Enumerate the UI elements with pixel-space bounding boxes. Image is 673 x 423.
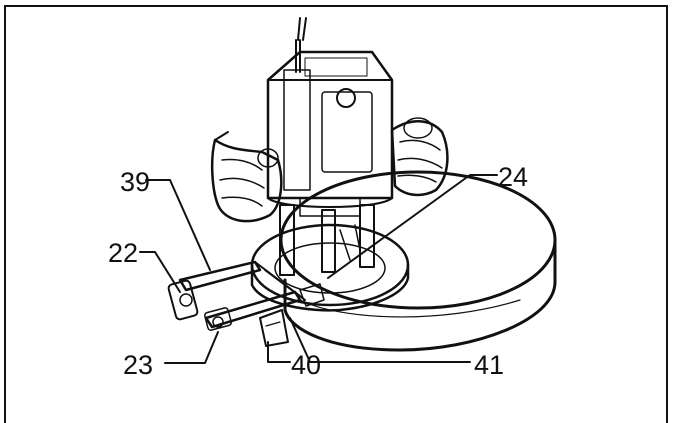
motor-housing xyxy=(266,17,394,217)
router-base xyxy=(250,223,410,312)
callout-24: 24 xyxy=(498,162,528,192)
left-hand xyxy=(210,131,283,223)
leader-23 xyxy=(164,331,219,364)
callout-40: 40 xyxy=(291,350,321,380)
callout-39: 39 xyxy=(120,167,150,197)
leader-39 xyxy=(145,179,211,271)
leader-22 xyxy=(139,251,181,293)
leader-41 xyxy=(289,317,471,363)
leader-lines xyxy=(139,174,498,364)
right-hand xyxy=(390,117,449,197)
leader-40 xyxy=(267,341,291,363)
figure-frame xyxy=(4,5,668,423)
callout-23: 23 xyxy=(123,350,153,380)
straight-guide xyxy=(167,260,325,347)
callout-41: 41 xyxy=(474,350,504,380)
leader-24 xyxy=(327,174,498,279)
callout-22: 22 xyxy=(108,238,138,268)
